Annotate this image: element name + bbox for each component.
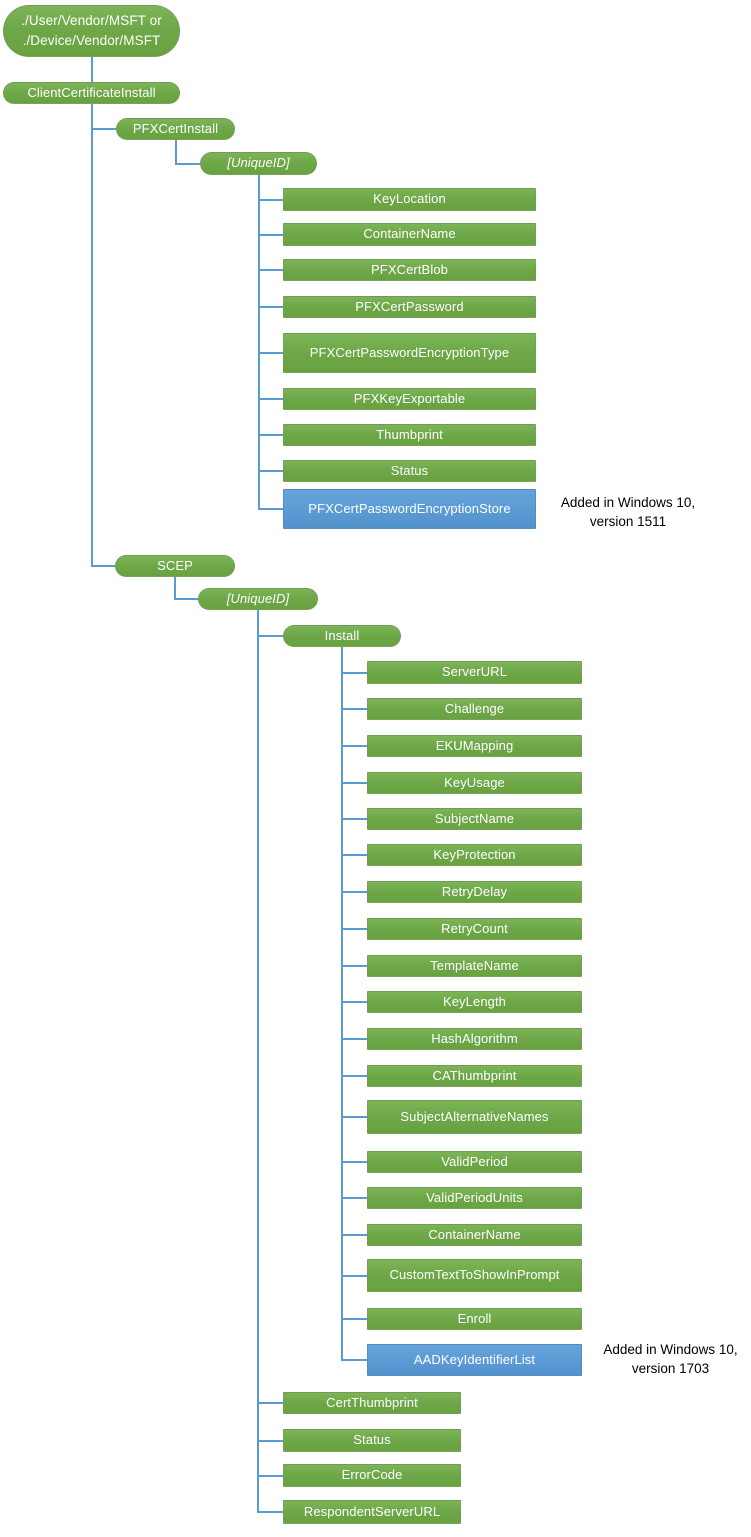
- connector-line: [257, 398, 283, 400]
- tree-node-install: Install: [283, 625, 401, 647]
- tree-node-containername-pfx: ContainerName: [283, 223, 536, 246]
- tree-node-scep-uniqueid: [UniqueID]: [198, 588, 318, 610]
- connector-line: [341, 782, 367, 784]
- tree-node-keylocation: KeyLocation: [283, 188, 536, 211]
- tree-node-pfxcertpassword: PFXCertPassword: [283, 296, 536, 318]
- annotation-note-1703: Added in Windows 10, version 1703: [603, 1342, 738, 1376]
- tree-node-status-pfx: Status: [283, 460, 536, 482]
- connector-line: [341, 708, 367, 710]
- connector-line: [341, 818, 367, 820]
- tree-node-customtexttoshowinprompt: CustomTextToShowInPrompt: [367, 1259, 582, 1292]
- tree-node-keyprotection: KeyProtection: [367, 844, 582, 866]
- tree-node-pfxcertinstall: PFXCertInstall: [116, 118, 235, 140]
- connector-line: [257, 1474, 283, 1477]
- connector-line: [341, 1038, 367, 1040]
- tree-node-thumbprint: Thumbprint: [283, 424, 536, 446]
- connector-line: [341, 1075, 367, 1077]
- tree-node-serverurl: ServerURL: [367, 661, 582, 684]
- connector-line: [341, 1234, 367, 1236]
- tree-node-scep: SCEP: [115, 555, 235, 577]
- tree-node-retrydelay: RetryDelay: [367, 881, 582, 903]
- annotation-note-1511: Added in Windows 10, version 1511: [560, 495, 696, 529]
- connector-line: [90, 128, 116, 130]
- connector-line: [257, 1402, 283, 1404]
- connector-line: [341, 1116, 367, 1118]
- connector-line: [341, 1197, 367, 1199]
- tree-node-validperiodunits: ValidPeriodUnits: [367, 1187, 582, 1209]
- connector-line: [341, 854, 367, 856]
- tree-node-ekumapping: EKUMapping: [367, 735, 582, 757]
- connector-line: [257, 233, 283, 236]
- tree-node-root: ./User/Vendor/MSFT or ./Device/Vendor/MS…: [3, 5, 180, 57]
- connector-line: [341, 1161, 367, 1163]
- connector-line: [174, 598, 198, 600]
- tree-node-hashalgorithm: HashAlgorithm: [367, 1028, 582, 1050]
- tree-node-cathumbprint: CAThumbprint: [367, 1065, 582, 1087]
- connector-line: [174, 162, 200, 165]
- connector-line: [257, 352, 283, 354]
- connector-line: [90, 57, 93, 82]
- tree-node-aadkeyidentifierlist: AADKeyIdentifierList: [367, 1344, 582, 1376]
- connector-line: [341, 1274, 367, 1277]
- connector-line: [174, 577, 176, 600]
- tree-node-subjectalternativenames: SubjectAlternativeNames: [367, 1100, 582, 1134]
- tree-node-clientcertificateinstall: ClientCertificateInstall: [3, 82, 180, 104]
- connector-line: [257, 1439, 283, 1442]
- connector-line: [341, 1318, 367, 1320]
- tree-node-keyusage: KeyUsage: [367, 772, 582, 794]
- tree-node-certthumbprint: CertThumbprint: [283, 1392, 461, 1414]
- connector-line: [341, 1001, 367, 1003]
- connector-line: [257, 434, 283, 436]
- tree-node-keylength: KeyLength: [367, 991, 582, 1013]
- tree-node-pfxcertpasswordencryptionstore: PFXCertPasswordEncryptionStore: [283, 489, 536, 529]
- tree-node-pfxcertpasswordencryptiontype: PFXCertPasswordEncryptionType: [283, 333, 536, 373]
- connector-line: [257, 198, 283, 201]
- connector-line: [257, 508, 283, 510]
- tree-node-pfxcertblob: PFXCertBlob: [283, 259, 536, 281]
- tree-node-containername-scep: ContainerName: [367, 1224, 582, 1246]
- connector-line: [257, 175, 260, 510]
- connector-line: [90, 565, 115, 567]
- tree-node-enroll: Enroll: [367, 1308, 582, 1330]
- connector-line: [341, 671, 367, 674]
- tree-node-challenge: Challenge: [367, 698, 582, 720]
- connector-line: [257, 1511, 283, 1513]
- tree-node-respondentserverurl: RespondentServerURL: [283, 1500, 461, 1524]
- tree-node-errorcode: ErrorCode: [283, 1464, 461, 1487]
- connector-line: [341, 965, 367, 967]
- connector-line: [257, 635, 283, 637]
- connector-line: [341, 928, 367, 930]
- tree-node-pfx-uniqueid: [UniqueID]: [200, 152, 317, 175]
- connector-line: [90, 104, 93, 567]
- connector-line: [341, 745, 367, 747]
- connector-line: [341, 1359, 367, 1361]
- tree-node-validperiod: ValidPeriod: [367, 1151, 582, 1173]
- connector-line: [257, 306, 283, 308]
- connector-line: [341, 647, 343, 1361]
- connector-line: [257, 470, 283, 472]
- connector-line: [174, 140, 177, 165]
- connector-line: [341, 891, 367, 893]
- tree-node-subjectname: SubjectName: [367, 808, 582, 830]
- tree-node-status-scep: Status: [283, 1429, 461, 1452]
- tree-node-pfxkeyexportable: PFXKeyExportable: [283, 388, 536, 410]
- connector-line: [257, 610, 259, 1513]
- connector-line: [257, 269, 283, 271]
- tree-node-retrycount: RetryCount: [367, 918, 582, 940]
- tree-node-templatename: TemplateName: [367, 955, 582, 977]
